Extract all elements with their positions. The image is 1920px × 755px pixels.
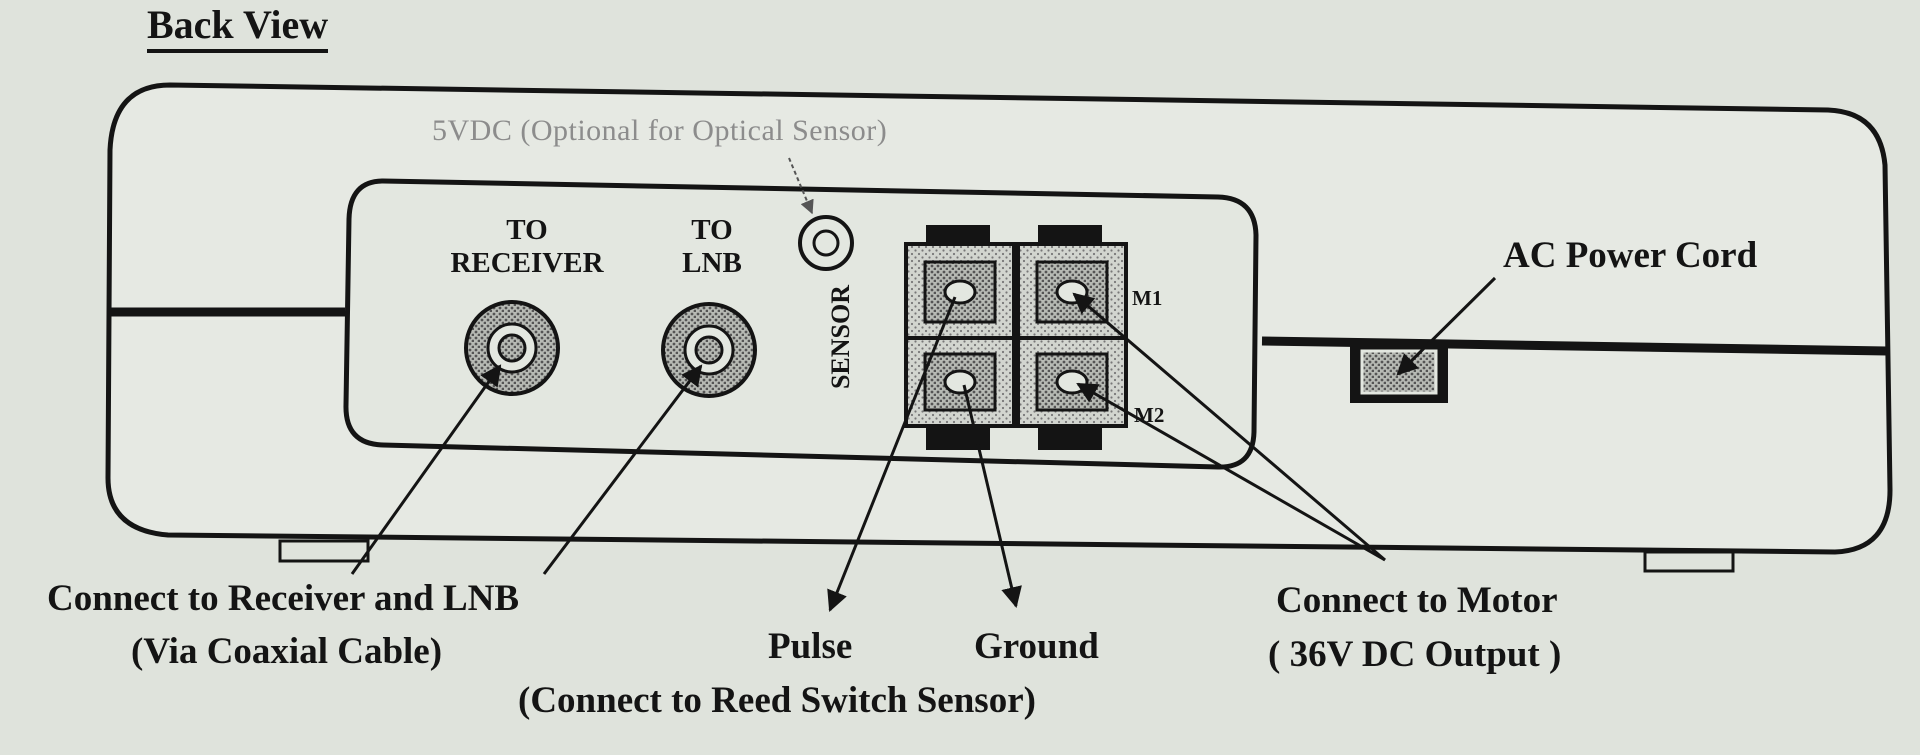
to-lnb-line-1: TO <box>691 214 733 246</box>
left-foot <box>278 539 370 563</box>
leader-lines <box>350 157 1497 612</box>
optional-leader <box>788 157 814 215</box>
reed-switch-caption: (Connect to Reed Switch Sensor) <box>518 680 1036 721</box>
pulse-label: Pulse <box>768 626 853 667</box>
power-socket-icon[interactable] <box>1350 341 1448 403</box>
m1-label: M1 <box>1132 286 1163 310</box>
motor-m1-leader <box>1072 292 1386 562</box>
lnb-leader <box>542 364 703 575</box>
receiver-leader <box>350 364 502 575</box>
to-receiver-label: TO RECEIVER <box>450 214 603 281</box>
right-foot <box>1643 550 1735 573</box>
coax-connector-icon[interactable] <box>464 300 560 396</box>
m2-label: M2 <box>1134 403 1165 427</box>
to-receiver-line-1: TO <box>506 214 548 246</box>
to-lnb-line-2: LNB <box>682 247 742 280</box>
power-leader <box>1396 276 1497 376</box>
ground-leader <box>962 384 1022 609</box>
diagram-title: Back View <box>147 2 329 53</box>
to-lnb-label: TO LNB <box>682 214 742 281</box>
pulse-leader <box>827 296 957 612</box>
coaxial-cable-caption: (Via Coaxial Cable) <box>131 631 443 672</box>
dc-output-caption: ( 36V DC Output ) <box>1268 634 1562 675</box>
to-receiver-line-2: RECEIVER <box>450 247 604 280</box>
sensor-label: SENSOR <box>826 284 856 390</box>
connect-motor-caption: Connect to Motor <box>1276 580 1558 621</box>
ground-label: Ground <box>974 626 1099 667</box>
motor-m2-leader <box>1076 382 1386 562</box>
ac-power-cord-label: AC Power Cord <box>1503 235 1758 276</box>
terminal-block-icon[interactable] <box>904 225 1128 450</box>
connect-receiver-lnb-caption: Connect to Receiver and LNB <box>47 578 520 619</box>
optional-sensor-label: 5VDC (Optional for Optical Sensor) <box>432 114 888 147</box>
coax-connector-icon[interactable] <box>661 302 757 398</box>
dc-jack-icon[interactable] <box>798 215 854 271</box>
